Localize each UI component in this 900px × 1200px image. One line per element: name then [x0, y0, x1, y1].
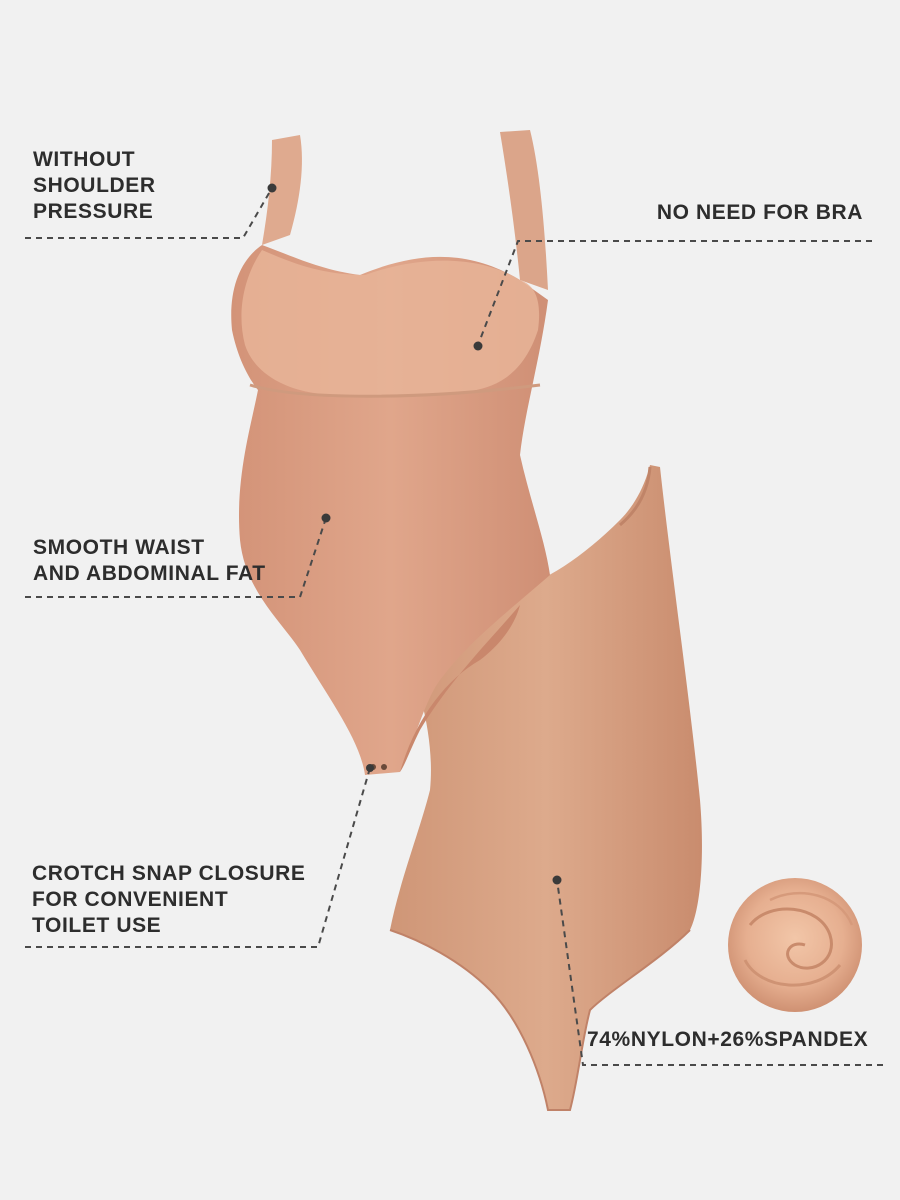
- leader-dots: [267, 183, 562, 885]
- callout-crotch-snap: CROTCH SNAP CLOSURE FOR CONVENIENT TOILE…: [32, 862, 306, 937]
- leader-lines: [25, 187, 883, 1066]
- leader-material: [556, 879, 883, 1066]
- callout-smooth-waist: SMOOTH WAIST AND ABDOMINAL FAT: [33, 536, 266, 585]
- callout-material: 74%NYLON+26%SPANDEX: [587, 1028, 869, 1051]
- leader-bra: [477, 240, 872, 346]
- callout-shoulder-pressure: WITHOUT SHOULDER PRESSURE: [33, 148, 156, 223]
- leader-shoulder: [25, 187, 273, 239]
- fabric-swatch-icon: [728, 878, 862, 1012]
- front-bodysuit: [231, 130, 550, 775]
- leader-waist: [25, 517, 327, 598]
- callout-no-bra: NO NEED FOR BRA: [656, 201, 863, 224]
